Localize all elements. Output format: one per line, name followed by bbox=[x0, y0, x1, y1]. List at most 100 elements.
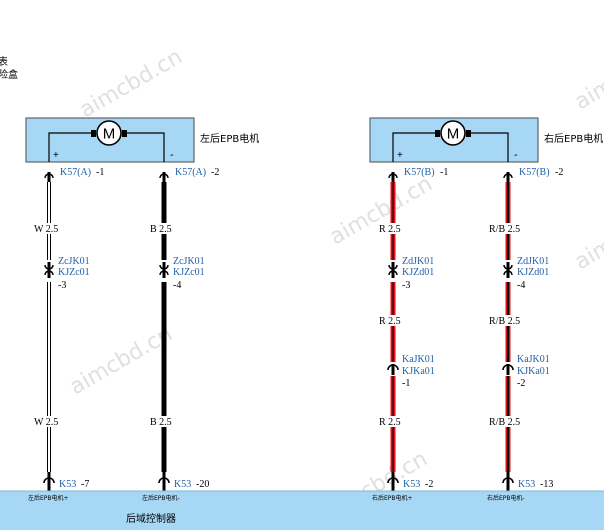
connector-pin: -2 bbox=[425, 479, 433, 490]
connector-pin-icon bbox=[503, 172, 513, 182]
watermark: aimcbd.cn bbox=[571, 36, 604, 115]
junction-pin: -1 bbox=[402, 378, 410, 389]
connector-pin-icon bbox=[503, 260, 513, 282]
label-gap bbox=[386, 223, 400, 234]
plus-terminal-label: + bbox=[53, 150, 59, 161]
left-epb-motor: M + - 左后EPB电机 bbox=[25, 117, 259, 163]
label-gap bbox=[158, 223, 172, 234]
corner-label-1: 表 bbox=[0, 55, 8, 68]
wire-color-code: R/B 2.5 bbox=[489, 224, 520, 235]
junction-name: KaJK01 bbox=[517, 354, 550, 365]
motor-lead bbox=[127, 132, 165, 162]
wire-color-code: R 2.5 bbox=[379, 316, 401, 327]
motor-lead bbox=[48, 132, 95, 162]
connector-pin-icon bbox=[159, 260, 169, 282]
connector-name: K57(B) bbox=[404, 167, 435, 178]
controller-pin-label: 右后EPB电机- bbox=[487, 494, 525, 502]
controller-title: 后域控制器 bbox=[126, 512, 176, 525]
watermark: aimcbd.cn bbox=[66, 321, 177, 400]
label-gap bbox=[386, 416, 400, 427]
motor-icon: M bbox=[91, 120, 127, 146]
label-gap bbox=[501, 315, 515, 326]
connector-pin: -2 bbox=[211, 167, 219, 178]
controller-pin-label: 右后EPB电机+ bbox=[372, 494, 413, 502]
rear-domain-controller: 左后EPB电机+ 左后EPB电机- 右后EPB电机+ 右后EPB电机- 后域控制… bbox=[0, 490, 604, 530]
corner-label-2: 险盒 bbox=[0, 68, 18, 81]
wire-color-code: W 2.5 bbox=[34, 224, 58, 235]
connector-name: K53 bbox=[518, 479, 535, 490]
junction-name: ZcJK01 bbox=[58, 256, 90, 267]
wire-color-code: R 2.5 bbox=[379, 224, 401, 235]
controller-box bbox=[0, 491, 604, 530]
wire-color-code: B 2.5 bbox=[150, 224, 172, 235]
connector-pin-icon bbox=[387, 472, 399, 492]
label-gap bbox=[501, 223, 515, 234]
junction-pin: -2 bbox=[517, 378, 525, 389]
junction-name: KJZc01 bbox=[58, 267, 90, 278]
left-motor-title: 左后EPB电机 bbox=[200, 132, 259, 145]
label-gap bbox=[386, 315, 400, 326]
wire-color-code: R/B 2.5 bbox=[489, 316, 520, 327]
connector-pin: -1 bbox=[96, 167, 104, 178]
junction-connector-symbols bbox=[44, 260, 514, 376]
motor-icon: M bbox=[435, 120, 471, 146]
watermark: aimcbd.cn bbox=[76, 44, 187, 123]
connector-name: K57(A) bbox=[175, 167, 206, 178]
label-gap bbox=[43, 416, 57, 427]
connector-pin-icon bbox=[502, 472, 514, 492]
watermark: aimcbd.cn bbox=[571, 196, 604, 275]
connector-pin-icon bbox=[387, 362, 399, 376]
label-gap bbox=[158, 416, 172, 427]
plus-terminal-label: + bbox=[397, 150, 403, 161]
connector-pin: -13 bbox=[540, 479, 553, 490]
junction-pin: -4 bbox=[173, 280, 181, 291]
connector-name: K57(A) bbox=[60, 167, 91, 178]
wire-color-codes: W 2.5 W 2.5 B 2.5 B 2.5 R 2.5 R 2.5 R 2.… bbox=[34, 224, 520, 428]
connector-name: K53 bbox=[174, 479, 191, 490]
controller-pin-label: 左后EPB电机+ bbox=[28, 494, 69, 502]
junction-name: KJKa01 bbox=[402, 366, 435, 377]
wire-color-code: R 2.5 bbox=[379, 417, 401, 428]
label-gap bbox=[43, 223, 57, 234]
junction-name: KJZd01 bbox=[517, 267, 549, 278]
bottom-connector-symbols bbox=[43, 472, 514, 492]
connector-pin: -1 bbox=[440, 167, 448, 178]
junction-pin: -3 bbox=[402, 280, 410, 291]
watermark: aimcbd.cn bbox=[326, 171, 437, 250]
right-motor-title: 右后EPB电机 bbox=[544, 132, 603, 145]
junction-pin: -4 bbox=[517, 280, 525, 291]
junction-name: KJKa01 bbox=[517, 366, 550, 377]
connector-pin: -2 bbox=[555, 167, 563, 178]
wire-r-2-5 bbox=[386, 182, 400, 472]
wire-color-code: B 2.5 bbox=[150, 417, 172, 428]
motor-lead bbox=[392, 132, 439, 162]
connector-pin-icon bbox=[44, 260, 54, 282]
junction-name: ZdJK01 bbox=[402, 256, 434, 267]
controller-pin-label: 左后EPB电机- bbox=[142, 494, 180, 502]
junction-name: ZdJK01 bbox=[517, 256, 549, 267]
minus-terminal-label: - bbox=[170, 149, 174, 161]
right-epb-motor: M + - 右后EPB电机 bbox=[369, 117, 603, 163]
motor-lead bbox=[471, 132, 509, 162]
svg-text:M: M bbox=[103, 126, 116, 143]
minus-terminal-label: - bbox=[514, 149, 518, 161]
wire-color-code: W 2.5 bbox=[34, 417, 58, 428]
wire-b-2-5 bbox=[158, 182, 172, 472]
connector-name: K53 bbox=[59, 479, 76, 490]
wire-color-code: R/B 2.5 bbox=[489, 417, 520, 428]
label-gap bbox=[501, 416, 515, 427]
connector-pin-icon bbox=[159, 172, 169, 182]
connector-pin: -20 bbox=[196, 479, 209, 490]
connector-name: K53 bbox=[403, 479, 420, 490]
connector-name: K57(B) bbox=[519, 167, 550, 178]
junction-pin: -3 bbox=[58, 280, 66, 291]
connector-pin-icon bbox=[158, 472, 170, 492]
wire-r-b-2-5 bbox=[501, 182, 515, 472]
svg-text:M: M bbox=[447, 126, 460, 143]
junction-name: ZcJK01 bbox=[173, 256, 205, 267]
connector-labels: K57(A) -1 K57(A) -2 K57(B) -1 K57(B) -2 … bbox=[58, 167, 563, 490]
junction-name: KaJK01 bbox=[402, 354, 435, 365]
top-connector-symbols bbox=[44, 172, 513, 182]
connector-pin-icon bbox=[44, 172, 54, 182]
